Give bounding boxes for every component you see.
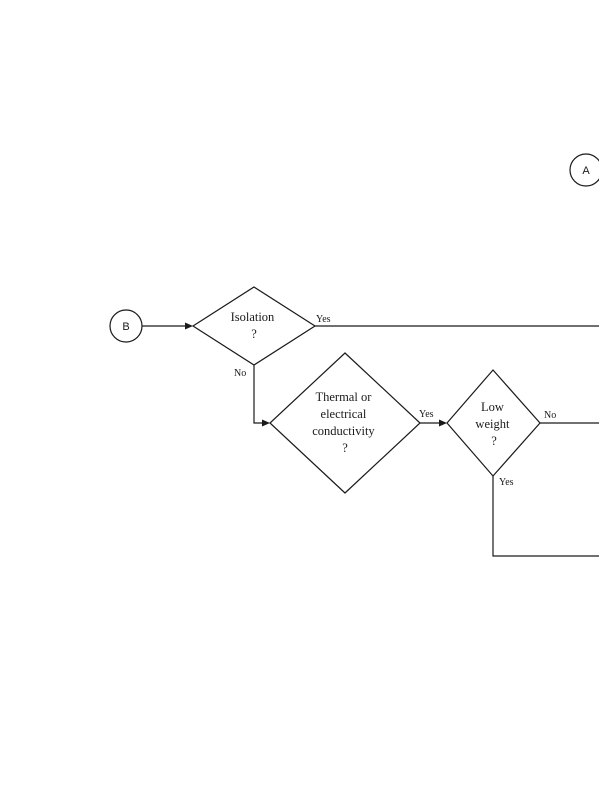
edge-label-no: No [234, 368, 246, 379]
decision-conductivity-diamond [269, 352, 421, 494]
edge-label-yes: Yes [316, 314, 331, 325]
decision-isolation-text: Isolation ? [231, 310, 278, 341]
connector-a-label: A [582, 165, 590, 177]
arrowhead [439, 419, 447, 427]
edge-low-weight-yes: Yes [492, 476, 599, 557]
edge-isolation-yes: Yes [315, 314, 599, 327]
arrowhead [185, 322, 193, 330]
edge-isolation-no: No [234, 365, 270, 427]
edge-label-yes: Yes [499, 477, 514, 488]
connector-b-label: B [122, 321, 129, 333]
decision-isolation: Isolation ? [191, 286, 317, 366]
connector-b: B [109, 309, 143, 343]
connector-a: A [569, 153, 599, 187]
edge-label-no: No [544, 410, 556, 421]
decision-isolation-diamond [191, 286, 317, 366]
decision-conductivity: Thermal or electrical conductivity ? [269, 352, 421, 494]
edge-b-to-isolation [142, 322, 193, 330]
edge-conductivity-yes: Yes [419, 409, 447, 427]
decision-conductivity-text: Thermal or electrical conductivity ? [312, 390, 378, 455]
edge-low-weight-no: No [540, 410, 599, 424]
decision-low-weight: Low weight ? [446, 369, 541, 477]
connector-a-circle [569, 153, 599, 187]
edge-label-yes: Yes [419, 409, 434, 420]
arrowhead [262, 419, 270, 427]
decision-low-weight-text: Low weight ? [475, 400, 512, 448]
